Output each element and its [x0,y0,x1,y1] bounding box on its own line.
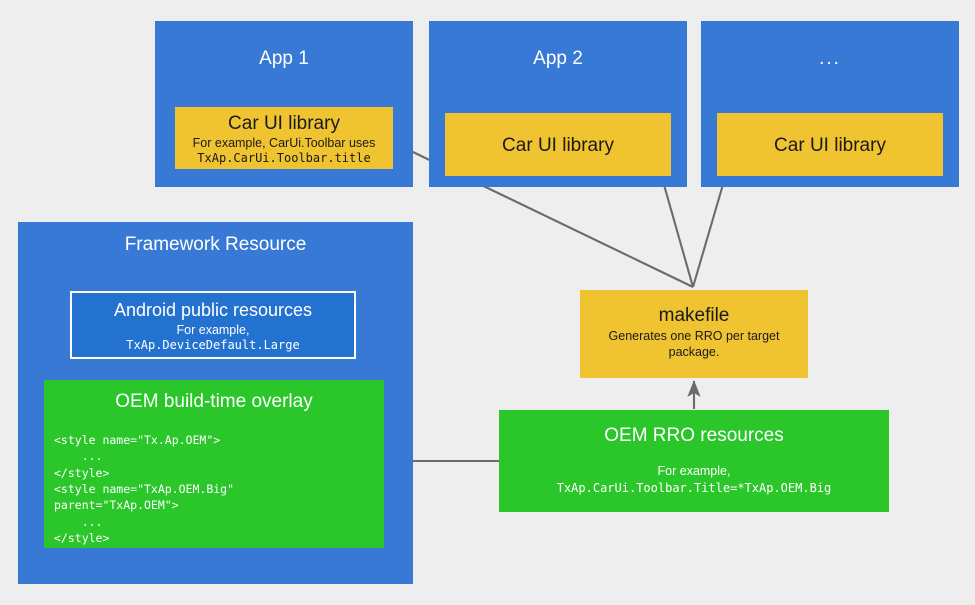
makefile-title: makefile [658,305,730,326]
makefile-subtitle: Generates one RRO per target package. [608,329,780,360]
android-public-resources-code: TxAp.DeviceDefault.Large [126,338,300,352]
car-ui-library-title-2: Car UI library [502,135,614,156]
oem-rro-resources-box: OEM RRO resources For example, TxAp.CarU… [499,410,889,512]
android-public-resources-subtitle: For example, [176,323,250,337]
makefile-box: makefile Generates one RRO per target pa… [580,290,808,378]
oem-rro-resources-title: OEM RRO resources [604,425,784,446]
car-ui-library-box-3: Car UI library [717,113,943,176]
oem-rro-resources-code: TxAp.CarUi.Toolbar.Title=*TxAp.OEM.Big [556,481,832,495]
app-container-2: App 2 Car UI library [429,21,687,187]
app-title-1: App 1 [259,48,309,69]
app-title-2: App 2 [533,48,583,69]
car-ui-library-title-1: Car UI library [228,113,340,134]
framework-resource-title: Framework Resource [124,234,307,255]
car-ui-library-code-1: TxAp.CarUi.Toolbar.title [197,151,371,165]
app-container-3: ... Car UI library [701,21,959,187]
framework-resource-container: Framework Resource Android public resour… [18,222,413,584]
oem-build-time-overlay-box: OEM build-time overlay <style name="Tx.A… [44,380,384,548]
android-public-resources-box: Android public resources For example, Tx… [70,291,356,359]
car-ui-library-title-3: Car UI library [774,135,886,156]
app-title-3: ... [819,48,841,69]
oem-rro-resources-subtitle: For example, [657,464,731,478]
car-ui-library-box-1: Car UI library For example, CarUi.Toolba… [175,107,393,169]
android-public-resources-title: Android public resources [113,300,313,320]
oem-build-time-overlay-code: <style name="Tx.Ap.OEM"> ... </style> <s… [54,433,235,545]
car-ui-library-box-2: Car UI library [445,113,671,176]
app-container-1: App 1 Car UI library For example, CarUi.… [155,21,413,187]
car-ui-library-subtitle-1: For example, CarUi.Toolbar uses [192,136,376,150]
oem-build-time-overlay-title: OEM build-time overlay [115,391,313,412]
